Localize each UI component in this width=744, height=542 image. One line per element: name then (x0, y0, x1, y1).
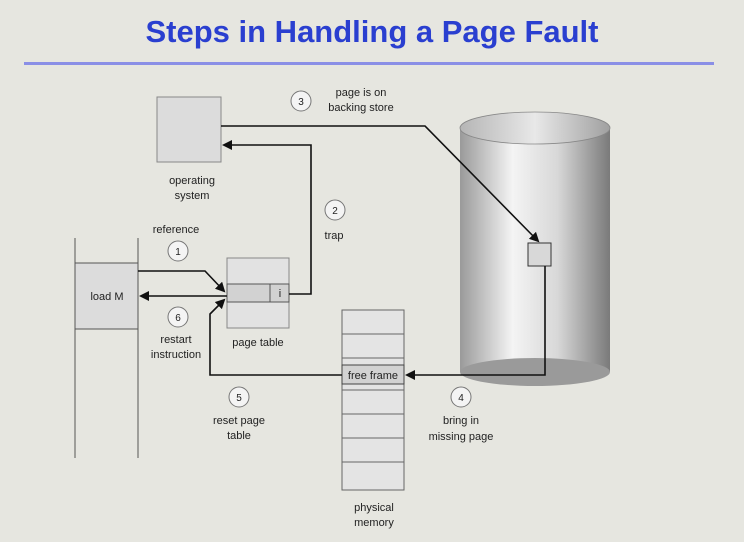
step-6-number: 6 (175, 313, 181, 324)
bring-label-line1: bring in (443, 415, 479, 427)
step-5-number: 5 (236, 393, 242, 404)
reset-label-line1: reset page (213, 415, 265, 427)
physical-memory-label-line1: physical (354, 502, 394, 514)
slide-title: Steps in Handling a Page Fault (145, 14, 599, 49)
page-table-label: page table (232, 337, 283, 349)
step-5-marker: 5 (228, 386, 250, 408)
trap-label: trap (325, 230, 344, 242)
step-4-number: 4 (458, 393, 464, 404)
arrow-step-2 (222, 140, 312, 295)
load-instruction-box (74, 262, 139, 330)
backing-store-bottom (460, 358, 610, 386)
step-1-marker: 1 (167, 240, 189, 262)
step-2-marker: 2 (324, 199, 346, 221)
restart-label-line1: restart (160, 334, 191, 346)
reset-label-line2: table (227, 430, 251, 442)
title-underline (24, 62, 714, 65)
os-label-line1: operating (169, 175, 215, 187)
step-6-marker: 6 (167, 306, 189, 328)
reference-label: reference (153, 224, 199, 236)
bring-label-line2: missing page (429, 431, 494, 443)
step-1-number: 1 (175, 247, 181, 258)
os-label-line2: system (175, 190, 210, 202)
page-table-entry (226, 283, 290, 303)
step-2-number: 2 (332, 206, 338, 217)
arrow-step-5 (209, 298, 342, 376)
free-frame-label: free frame (348, 370, 398, 382)
arrow-step-1 (138, 270, 226, 293)
physical-memory (341, 309, 405, 491)
os-box (156, 96, 222, 163)
missing-page-block (527, 242, 552, 267)
physical-memory-label-line2: memory (354, 517, 394, 529)
invalid-bit: i (279, 288, 281, 300)
step-3-number: 3 (298, 97, 304, 108)
backing-store-label-line2: backing store (328, 102, 393, 114)
arrow-step-3 (221, 125, 540, 243)
backing-store-label-line1: page is on (336, 87, 387, 99)
arrow-step-4 (405, 266, 546, 380)
step-3-marker: 3 (290, 90, 312, 112)
restart-label-line2: instruction (151, 349, 201, 361)
backing-store-top (459, 111, 611, 145)
load-label: load M (90, 291, 123, 303)
step-4-marker: 4 (450, 386, 472, 408)
